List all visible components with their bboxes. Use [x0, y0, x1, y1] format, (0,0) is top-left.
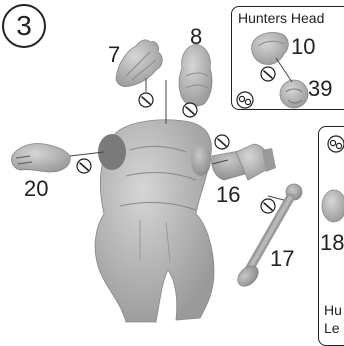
part-18-shape — [322, 190, 344, 222]
part-label-18: 18 — [320, 232, 344, 254]
part-label-8: 8 — [190, 26, 202, 48]
part-label-10: 10 — [291, 36, 315, 58]
part-10-shape — [252, 32, 289, 64]
glue-icon — [139, 93, 153, 107]
right-callout-text-line-2: Le — [324, 320, 340, 336]
part-label-7: 7 — [108, 44, 120, 66]
glue-icon — [215, 135, 229, 149]
link-icon — [328, 136, 344, 152]
head-connector-line — [276, 58, 292, 82]
part-7-shape — [116, 40, 162, 87]
part-39-shape — [280, 80, 308, 108]
part-label-17: 17 — [270, 248, 294, 270]
glue-icon — [77, 159, 91, 173]
part-20-shape — [11, 144, 70, 173]
glue-icon — [261, 67, 275, 81]
part-label-39: 39 — [308, 78, 332, 100]
link-icon — [237, 92, 253, 108]
part-8-shape — [179, 44, 212, 106]
torso-figure — [95, 120, 214, 322]
glue-icon — [183, 103, 197, 117]
part-label-20: 20 — [24, 178, 48, 200]
glue-icon — [261, 199, 275, 213]
right-callout-text-line-1: Hu — [324, 302, 342, 318]
part-label-16: 16 — [216, 184, 240, 206]
